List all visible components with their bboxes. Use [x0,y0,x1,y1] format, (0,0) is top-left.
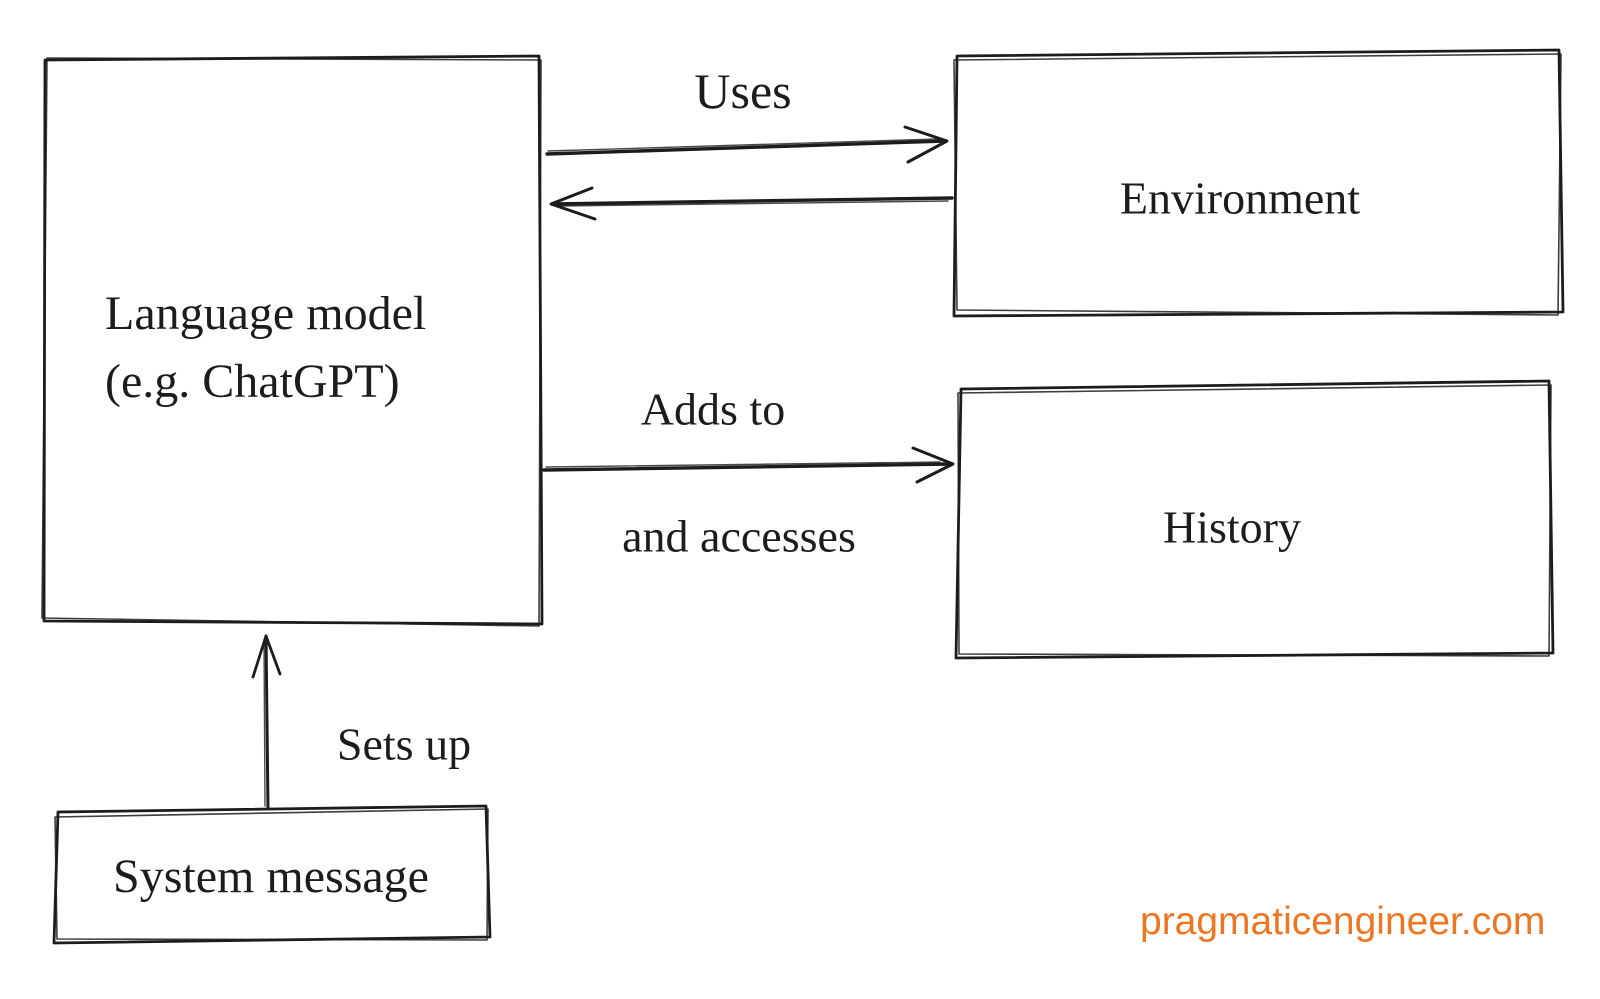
language-model-box [41,54,544,627]
sets-up-arrow [251,634,282,811]
watermark-text: pragmaticengineer.com [1140,900,1546,943]
uses-edge-label: Uses [694,62,792,119]
adds-to-arrow [542,446,955,484]
language-model-label-line2: (e.g. ChatGPT) [105,355,400,408]
uses-arrow [545,125,949,164]
system-message-box [52,804,492,945]
environment-box [952,48,1565,318]
history-box [954,379,1555,660]
environment-label: Environment [1119,172,1361,224]
system-message-label: System message [113,850,429,903]
adds-to-edge-label-line1: Adds to [640,383,786,435]
environment-return-arrow [549,186,954,221]
language-model-label: Language model (e.g. ChatGPT) [105,280,426,416]
language-model-label-line1: Language model [105,287,427,340]
sets-up-edge-label: Sets up [336,718,472,770]
adds-to-edge-label-line2: and accesses [622,510,856,562]
history-label: History [1163,501,1301,553]
